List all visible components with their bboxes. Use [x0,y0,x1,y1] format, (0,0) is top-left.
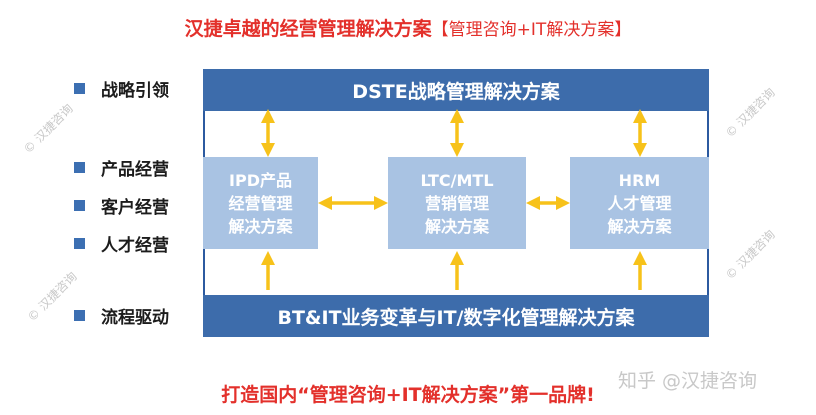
square-bullet-icon [74,199,85,211]
title-subtitle: 【管理咨询+IT解决方案】 [431,20,632,40]
bottom-bar-btit: BT&IT业务变革与IT/数字化管理解决方案 [203,295,709,337]
box-hrm: HRM 人才管理 解决方案 [570,157,709,249]
top-bar-dste: DSTE战略管理解决方案 [203,69,709,111]
box-line: 解决方案 [424,216,489,236]
square-bullet-icon [74,237,85,249]
legend-item-strategy: 战略引领 [74,76,169,101]
legend-label: 产品经营 [101,159,169,180]
legend-label: 战略引领 [101,80,169,101]
legend-item-product: 产品经营 [74,155,169,180]
box-ltc: LTC/MTL 营销管理 解决方案 [388,157,526,249]
legend-label: 客户经营 [101,197,169,218]
legend-label: 人才经营 [101,235,169,256]
square-bullet-icon [74,82,85,94]
box-line: 营销管理 [424,193,489,213]
legend-item-customer: 客户经营 [74,193,169,218]
zhihu-watermark: 知乎 @汉捷咨询 [618,370,758,392]
legend-item-talent: 人才经营 [74,231,169,256]
box-line: 解决方案 [228,216,293,236]
box-line: 人才管理 [607,193,672,213]
box-line: 经营管理 [228,193,293,213]
page-title: 汉捷卓越的经营管理解决方案【管理咨询+IT解决方案】 [0,14,816,41]
box-line: HRM [618,170,661,190]
title-main: 汉捷卓越的经营管理解决方案 [184,18,432,40]
box-line: 解决方案 [607,216,672,236]
legend-item-process: 流程驱动 [74,303,169,328]
square-bullet-icon [74,161,85,173]
box-line: IPD产品 [229,170,292,190]
box-ipd: IPD产品 经营管理 解决方案 [203,157,318,249]
slogan: 打造国内“管理咨询+IT解决方案”第一品牌! [221,384,595,406]
square-bullet-icon [74,309,85,321]
box-line: LTC/MTL [420,170,494,190]
legend-label: 流程驱动 [101,307,169,328]
